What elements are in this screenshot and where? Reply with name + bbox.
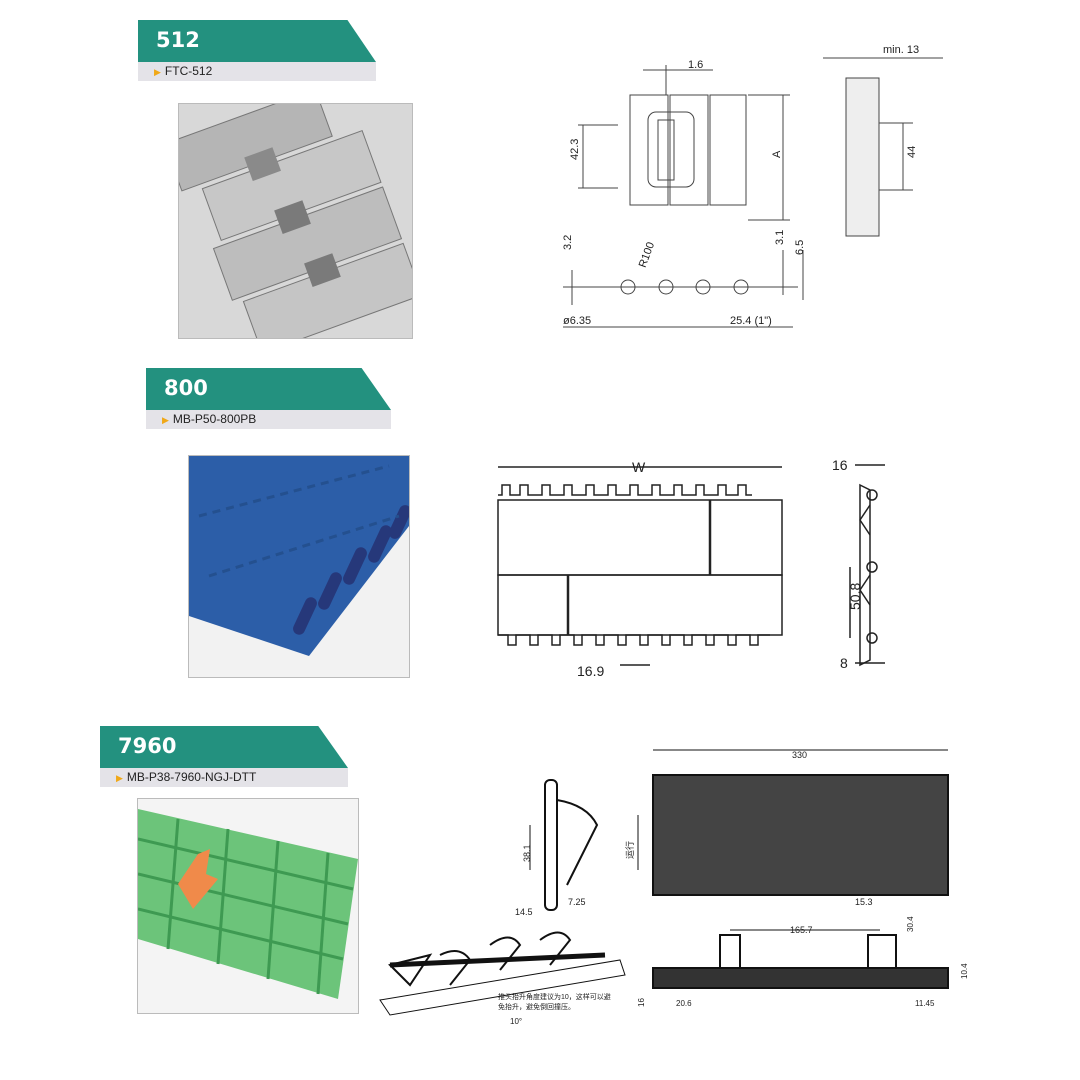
model-name: FTC-512 bbox=[164, 64, 213, 78]
model-name: MB-P38-7960-NGJ-DTT bbox=[126, 770, 257, 784]
dim-label: 330 bbox=[792, 750, 807, 760]
angle-label: 10° bbox=[510, 1017, 522, 1026]
model-name: MB-P50-800PB bbox=[172, 412, 257, 426]
section-title: 7960 bbox=[118, 734, 177, 758]
product-photo-800 bbox=[188, 455, 410, 678]
section-header-800: 800 bbox=[146, 368, 391, 410]
technical-drawing-512: 1.6 42.3 A min. 13 44 3.2 R100 3.1 6.5 ø… bbox=[562, 44, 943, 328]
dim-label: 44 bbox=[906, 146, 918, 158]
dim-label: 50.8 bbox=[847, 583, 863, 610]
dim-label: 16 bbox=[832, 457, 848, 473]
dim-label: min. 13 bbox=[883, 44, 919, 56]
model-label-512: ▶FTC-512 bbox=[138, 62, 376, 81]
technical-drawing-7960: 38.1 7.25 14.5 330 运行 15.3 165.7 30.4 10… bbox=[379, 749, 969, 1026]
direction-label: 运行 bbox=[624, 841, 635, 859]
model-label-800: ▶MB-P50-800PB bbox=[146, 410, 391, 429]
dim-label: 3.1 bbox=[774, 230, 786, 245]
product-photo-7960 bbox=[137, 798, 359, 1014]
triangle-icon: ▶ bbox=[116, 773, 123, 783]
dim-label: W bbox=[632, 459, 646, 475]
dim-label: 38.1 bbox=[522, 844, 532, 862]
dim-label: R100 bbox=[637, 240, 657, 269]
dim-label: 30.4 bbox=[906, 916, 915, 932]
triangle-icon: ▶ bbox=[154, 67, 161, 77]
dim-label: 165.7 bbox=[790, 925, 813, 935]
dim-label: 16.9 bbox=[577, 663, 604, 679]
dim-label: 3.2 bbox=[562, 235, 574, 250]
model-label-7960: ▶MB-P38-7960-NGJ-DTT bbox=[100, 768, 348, 787]
dim-label: 42.3 bbox=[569, 139, 581, 160]
dim-label: A bbox=[771, 150, 783, 158]
section-header-512: 512 bbox=[138, 20, 376, 62]
dim-label: 10.4 bbox=[960, 963, 969, 979]
product-photo-512 bbox=[178, 103, 413, 339]
note-text: 免抬升，避免倒回撞压。 bbox=[498, 1002, 575, 1011]
dim-label: 16 bbox=[637, 998, 646, 1007]
section-title: 512 bbox=[156, 28, 200, 52]
dim-label: 8 bbox=[840, 655, 848, 671]
section-header-7960: 7960 bbox=[100, 726, 348, 768]
dim-label: 1.6 bbox=[688, 59, 703, 71]
section-title: 800 bbox=[164, 376, 208, 400]
dim-label: 20.6 bbox=[676, 999, 692, 1008]
dim-label: 6.5 bbox=[794, 240, 806, 255]
dim-label: 11.45 bbox=[915, 999, 935, 1008]
dim-label: 15.3 bbox=[855, 897, 873, 907]
dim-label: 7.25 bbox=[568, 897, 586, 907]
triangle-icon: ▶ bbox=[162, 415, 169, 425]
dim-label: ø6.35 bbox=[563, 315, 591, 327]
note-text: 推头抬升角度建议为10，这样可以避 bbox=[498, 992, 611, 1001]
technical-drawing-800: W 16.9 16 50.8 8 bbox=[497, 457, 885, 679]
dim-label: 25.4 (1") bbox=[730, 315, 772, 327]
dim-label: 14.5 bbox=[515, 907, 533, 917]
